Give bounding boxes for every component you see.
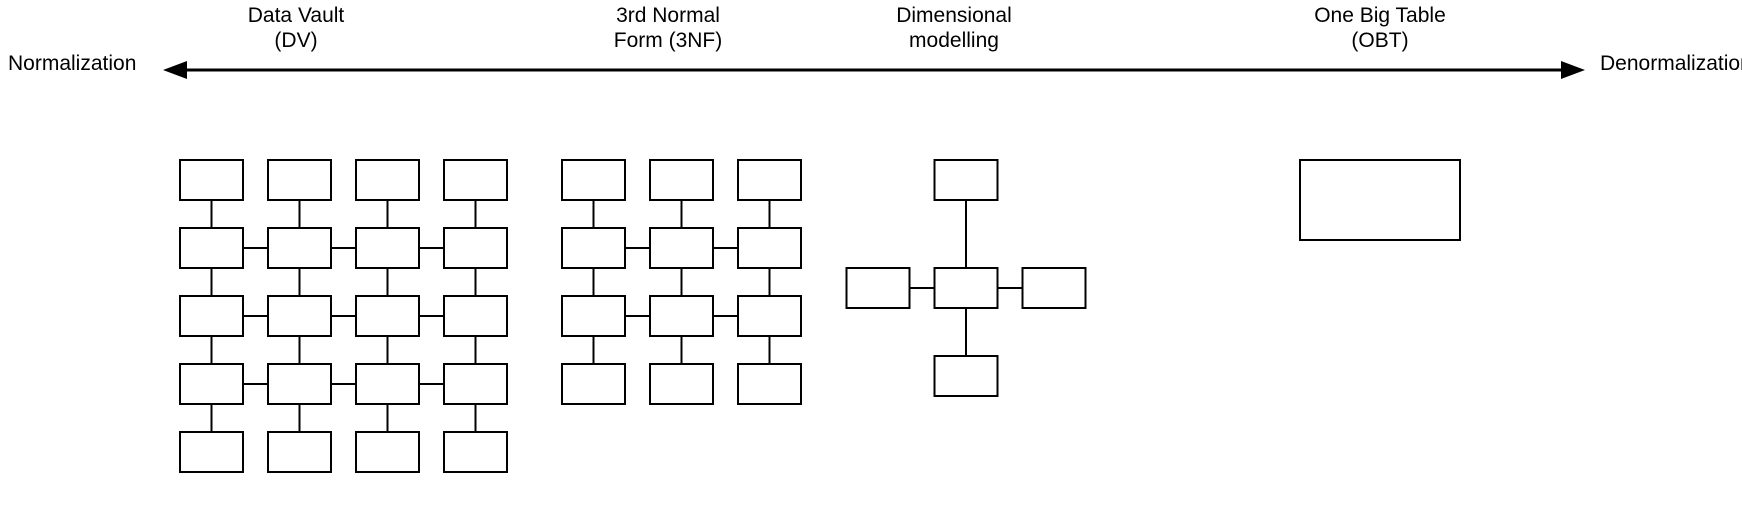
model-group-dimensional-modelling [845,159,1087,397]
entity-box [737,227,802,269]
model-group-data-vault [179,159,508,473]
entity-box [649,227,714,269]
entity-box [267,159,332,201]
entity-box [179,227,244,269]
stage-title-dimensional-modelling: Dimensional modelling [896,4,1012,52]
one-big-table-box [1299,159,1461,241]
model-group-one-big-table [1299,159,1461,241]
axis-arrowhead-right [1561,61,1585,79]
entity-box [561,363,626,405]
entity-box [267,431,332,473]
entity-box [355,159,420,201]
fact-box-center [933,267,999,309]
dimension-box-left [845,267,911,309]
normalization-axis-arrow [163,61,1585,79]
entity-box [649,363,714,405]
entity-box [355,227,420,269]
entity-box [267,363,332,405]
entity-box [561,159,626,201]
entity-box [443,227,508,269]
stage-title-one-big-table: One Big Table (OBT) [1314,4,1446,52]
entity-box [737,363,802,405]
entity-box [649,159,714,201]
model-group-third-normal-form [561,159,802,405]
entity-box [267,227,332,269]
dimension-box-bottom [933,355,999,397]
stage-title-third-normal-form: 3rd Normal Form (3NF) [613,4,723,52]
axis-arrowhead-left [163,61,187,79]
entity-box [355,295,420,337]
entity-box [355,363,420,405]
entity-box [179,295,244,337]
entity-box [355,431,420,473]
entity-box [179,159,244,201]
entity-box [443,363,508,405]
entity-box [561,295,626,337]
axis-label-normalization: Normalization [8,52,137,75]
entity-box [561,227,626,269]
entity-box [649,295,714,337]
entity-box [179,363,244,405]
entity-box [267,295,332,337]
stage-title-data-vault: Data Vault (DV) [247,4,345,52]
entity-box [443,295,508,337]
dimension-box-top [933,159,999,201]
dimension-box-right [1021,267,1087,309]
entity-box [179,431,244,473]
entity-box [737,295,802,337]
axis-label-denormalization: Denormalization [1600,52,1742,75]
entity-box [443,431,508,473]
entity-box [443,159,508,201]
entity-box [737,159,802,201]
